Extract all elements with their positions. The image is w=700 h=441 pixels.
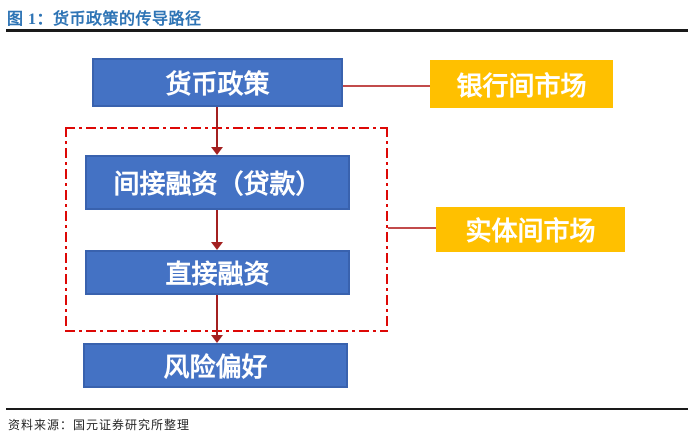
dashed-frame-edge-right [386, 127, 388, 332]
node-risk-appetite: 风险偏好 [83, 343, 348, 388]
dashed-frame-edge-bottom [65, 330, 388, 332]
node-entity-market: 实体间市场 [436, 207, 625, 252]
dashed-group-frame [65, 127, 388, 332]
dashed-frame-edge-left [65, 127, 67, 332]
arrowhead-down-icon [211, 147, 223, 155]
arrow-direct-to-risk [216, 295, 218, 336]
arrowhead-down-icon [211, 335, 223, 343]
arrow-indirect-to-direct [216, 210, 218, 243]
arrowhead-down-icon [211, 242, 223, 250]
node-interbank-market: 银行间市场 [430, 60, 613, 108]
dashed-frame-edge-top [65, 127, 388, 129]
source-divider [6, 408, 688, 410]
node-direct-financing: 直接融资 [85, 250, 350, 295]
figure-title: 图 1：货币政策的传导路径 [7, 11, 202, 28]
arrow-monetary-to-indirect [216, 107, 218, 148]
source-note: 资料来源：国元证券研究所整理 [8, 418, 191, 432]
connector-frame-to-entity [388, 227, 436, 229]
title-divider [6, 29, 688, 32]
node-indirect-financing: 间接融资（贷款） [85, 155, 350, 210]
node-monetary-policy: 货币政策 [92, 58, 343, 107]
connector-monetary-to-interbank [343, 85, 430, 87]
